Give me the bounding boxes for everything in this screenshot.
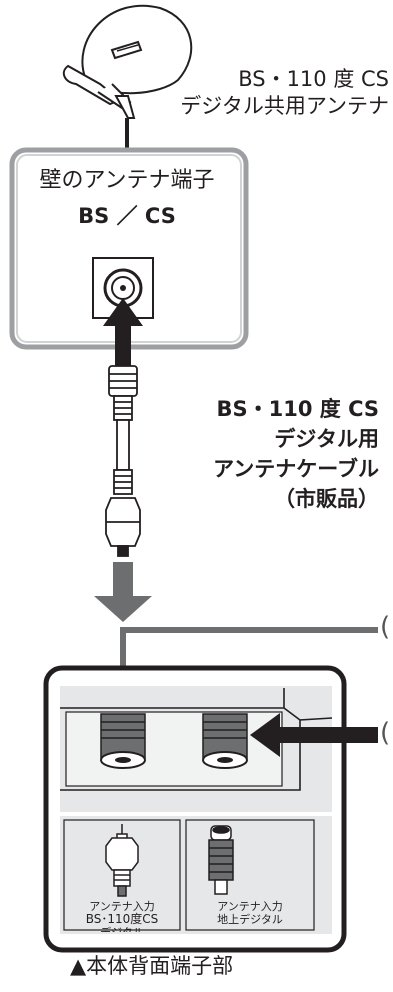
bs-port-label-line1: アンテナ入力 [89,900,155,913]
gray-down-arrow [94,562,152,622]
bs-port-label-line2: BS･110度CS [85,912,159,926]
cable-label-line3: アンテナケーブル [213,457,379,481]
antenna-label: BS・110 度 CS デジタル共用アンテナ [180,66,389,120]
antenna-label-line1: BS・110 度 CS [238,67,389,91]
bs-port-icon [100,713,146,769]
terrestrial-port-icon [202,713,248,769]
right-marker-bottom: ( [380,718,391,748]
cable-label-line1: BS・110 度 CS [216,397,379,421]
antenna-cable [105,365,141,557]
cable-up-arrow [103,298,143,366]
wall-terminal-subtitle: BS ／ CS [78,204,176,228]
device-panel-bezel [60,688,333,791]
wall-terminal-title: 壁のアンテナ端子 [39,168,215,193]
push-connector-icon [208,825,234,895]
cable-label-line4: （市販品） [274,487,379,511]
satellite-dish-icon [62,4,193,119]
cable-label: BS・110 度 CS デジタル用 アンテナケーブル （市販品） [213,394,379,514]
bs-port-label: アンテナ入力 BS･110度CS デジタル [64,900,180,932]
terrestrial-port-label-line1: アンテナ入力 [217,900,283,913]
terrestrial-port-label-line2: 地上デジタル [217,913,283,926]
terrestrial-label-card [185,819,315,931]
cable-label-line2: デジタル用 [274,427,379,451]
figure-caption: ▲本体背面端子部 [70,954,234,978]
f-connector-icon [105,824,139,897]
terrestrial-port-arrow [250,713,378,757]
bs-port-label-line3: デジタル [64,926,180,932]
antenna-label-line2: デジタル共用アンテナ [180,94,389,118]
right-marker-top: ( [380,612,391,642]
terrestrial-port-label: アンテナ入力 地上デジタル [186,900,314,926]
